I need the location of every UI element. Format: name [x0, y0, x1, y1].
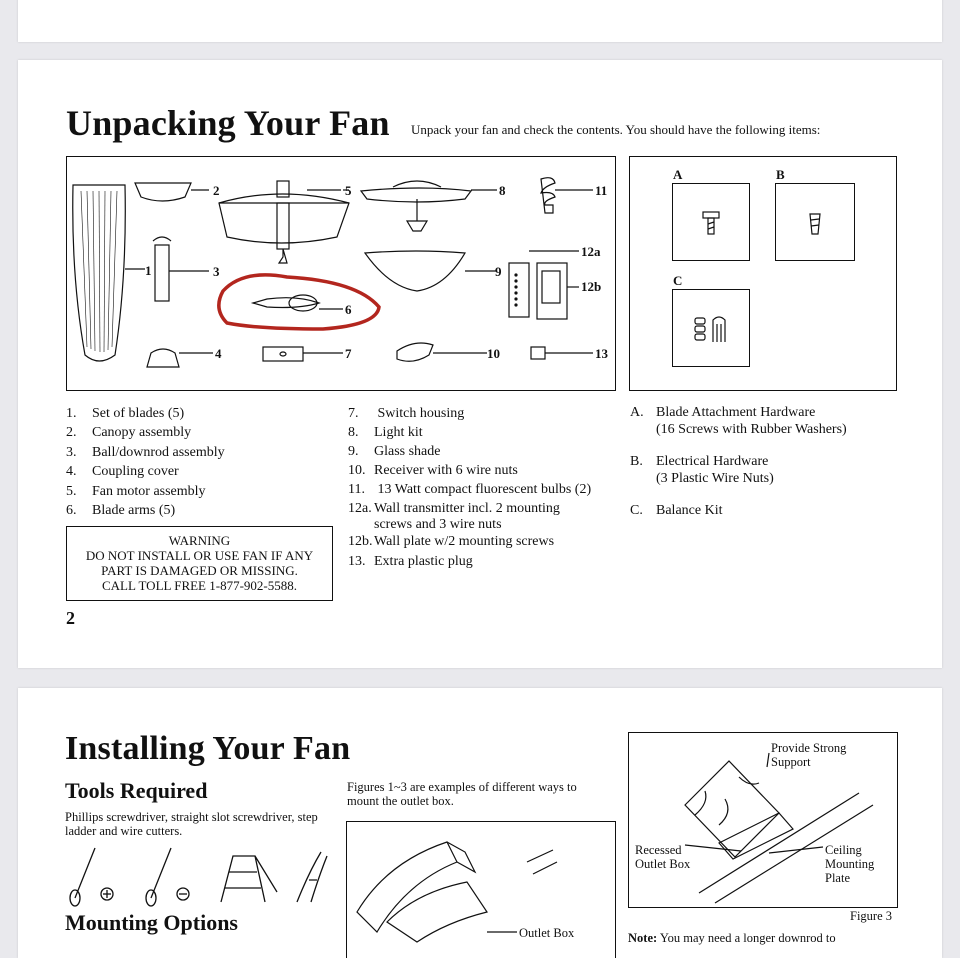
support-label: Provide Strong Support — [771, 741, 847, 769]
previous-page — [18, 0, 942, 42]
label-5: 5 — [345, 183, 352, 198]
hardware-label-a: A — [673, 167, 683, 182]
outlet-box-illustration — [356, 841, 558, 943]
list-item: 5.Fan motor assembly — [66, 483, 206, 499]
highlight-circle — [217, 273, 381, 331]
warning-title: WARNING — [168, 533, 231, 548]
recessed-label: Recessed Outlet Box — [635, 843, 691, 871]
intro-text: Unpack your fan and check the contents. … — [411, 122, 821, 137]
list-item: 3.Ball/downrod assembly — [66, 444, 225, 460]
list-item: screws and 3 wire nuts — [374, 517, 502, 533]
label-2: 2 — [213, 183, 220, 198]
hardware-item-a: A.Blade Attachment Hardware (16 Screws w… — [630, 405, 847, 437]
list-item: 6.Blade arms (5) — [66, 503, 176, 519]
screw-box — [672, 183, 750, 261]
parts-list-1: 1.Set of blades (5) 2.Canopy assembly 3.… — [66, 404, 225, 520]
figures-text: Figures 1~3 are examples of different wa… — [347, 780, 577, 808]
hardware-diagram: A B C — [629, 156, 897, 391]
figure-3-caption: Figure 3 — [850, 909, 893, 923]
parts-illustration — [72, 177, 593, 368]
parts-diagram: 2 3 1 4 5 6 7 8 9 10 11 12a 12b 13 — [66, 156, 616, 391]
mounting-heading: Mounting Options — [65, 910, 238, 935]
list-item: 4.Coupling cover — [66, 464, 179, 480]
tools-illustration — [69, 847, 328, 907]
list-item: 10.Receiver with 6 wire nuts — [348, 463, 518, 479]
label-6: 6 — [345, 302, 352, 317]
warning-line: CALL TOLL FREE 1-877-902-5588. — [102, 578, 297, 593]
list-item: 12a.Wall transmitter incl. 2 mounting — [348, 501, 560, 517]
wire-nut-icon — [809, 213, 821, 235]
list-item: 1.Set of blades (5) — [66, 406, 185, 421]
list-item: 7. Switch housing — [348, 406, 465, 421]
warning-box: WARNING DO NOT INSTALL OR USE FAN IF ANY… — [66, 526, 333, 601]
warning-line: DO NOT INSTALL OR USE FAN IF ANY — [85, 548, 314, 563]
label-8: 8 — [499, 183, 506, 198]
list-item: 8.Light kit — [348, 425, 423, 441]
page-title: Unpacking Your Fan — [66, 103, 390, 143]
label-1: 1 — [145, 263, 152, 278]
list-item: 12b.Wall plate w/2 mounting screws — [348, 534, 555, 550]
hardware-label-b: B — [776, 167, 785, 182]
figure-3-illustration — [684, 752, 874, 904]
warning-line: PART IS DAMAGED OR MISSING. — [101, 563, 298, 578]
label-12b: 12b — [581, 279, 602, 294]
figure-outlet-box: Outlet Box — [346, 821, 616, 958]
list-item: 9.Glass shade — [348, 444, 441, 460]
label-10: 10 — [487, 346, 500, 361]
page-number: 2 — [66, 608, 75, 628]
label-13: 13 — [595, 346, 608, 361]
wire-nut-box — [775, 183, 855, 261]
label-3: 3 — [213, 264, 220, 279]
hardware-item-b: B.Electrical Hardware (3 Plastic Wire Nu… — [630, 454, 774, 486]
label-11: 11 — [595, 183, 608, 198]
list-item: 2.Canopy assembly — [66, 425, 192, 441]
label-9: 9 — [495, 264, 502, 279]
list-item: 13.Extra plastic plug — [348, 553, 473, 569]
label-7: 7 — [345, 346, 352, 361]
page-unpacking: Unpacking Your Fan Unpack your fan and c… — [18, 60, 942, 668]
list-item: 11. 13 Watt compact fluorescent bulbs (2… — [348, 482, 592, 498]
ceiling-plate-label: Ceiling Mounting Plate — [825, 843, 875, 885]
label-12a: 12a — [581, 244, 601, 259]
hardware-label-c: C — [673, 273, 683, 288]
tools-heading: Tools Required — [65, 778, 208, 803]
note-text: Note: You may need a longer downrod to — [628, 931, 836, 945]
tools-text: Phillips screwdriver, straight slot scre… — [65, 810, 318, 838]
screw-icon — [702, 211, 720, 235]
page-title: Installing Your Fan — [65, 730, 351, 767]
hardware-item-c: C.Balance Kit — [630, 503, 723, 518]
label-4: 4 — [215, 346, 222, 361]
balance-kit-box — [672, 289, 750, 367]
page-installing: Installing Your Fan Tools Required Phill… — [18, 688, 942, 958]
parts-list-2: 7. Switch housing 8.Light kit 9.Glass sh… — [348, 404, 591, 571]
figure-3: Provide Strong Support Recessed Outlet B… — [628, 732, 898, 908]
balance-kit-icon — [694, 316, 726, 342]
hardware-list: A.Blade Attachment Hardware (16 Screws w… — [630, 404, 847, 519]
outlet-box-label: Outlet Box — [519, 926, 575, 940]
